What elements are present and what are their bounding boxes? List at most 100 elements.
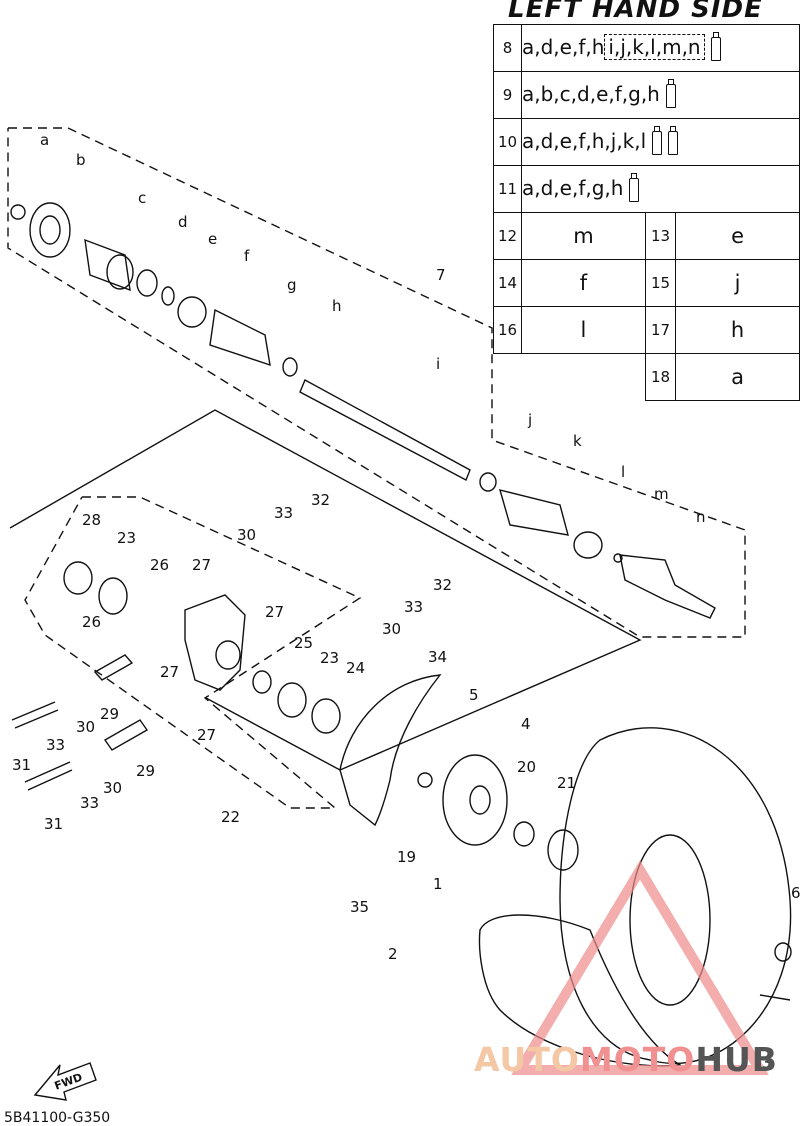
kit-contents-text: a,d,e,f,h [522,35,605,60]
part-label: 29 [136,762,155,780]
watermark-triangle [511,860,769,1075]
kit-row: 16 l 17 h [493,306,800,354]
boot-g [209,308,271,367]
part-label: 27 [192,556,211,574]
part-label: 27 [160,663,179,681]
boot-band-f [177,296,207,328]
bearing-23-outer [277,682,307,718]
watermark-part: MOTO [579,1040,696,1079]
bolt-31-upper [11,701,59,729]
kit-contents-text: a,b,c,d,e,f,g,h [522,82,660,107]
kit-row: 14 f 15 j [493,259,800,307]
kit-contents: a,d,e,f,h,j,k,l [521,118,800,166]
drive-shaft-i [299,379,471,481]
part-label: 5 [469,686,479,704]
part-label: 23 [320,649,339,667]
letter-label: b [76,151,86,169]
part-label: 30 [382,620,401,638]
kit-number: 8 [493,24,522,72]
part-label: 30 [103,779,122,797]
bearing-23 [98,577,128,615]
boot-band-j [479,472,497,492]
grease-tube-icon [629,172,640,202]
o-ring-19 [417,772,433,788]
boot-k [498,489,569,536]
kit-number: 18 [644,353,677,401]
boot-band-h [282,357,298,377]
part-label: 31 [44,815,63,833]
part-label: 32 [433,576,452,594]
wheel-nut-6 [774,942,792,962]
part-label: 25 [294,634,313,652]
part-label: 19 [397,848,416,866]
kit-number: 9 [493,71,522,119]
grease-tube-icon [652,125,663,155]
kit-contents-dashed: i,j,k,l,m,n [604,34,705,61]
part-label: 20 [517,758,536,776]
valve-3 [759,994,791,1001]
kit-number: 12 [493,212,522,260]
kit-number: 10 [493,118,522,166]
hub-4-center [469,785,491,815]
letter-label: d [178,213,188,231]
part-label: 28 [82,511,101,529]
kit-number: 13 [644,212,677,260]
grease-tube-icon [710,31,721,61]
kit-number: 15 [644,259,677,307]
kit-contents-text: a,d,e,f,h,j,k,l [522,129,647,154]
part-label: 4 [521,715,531,733]
kit-row: 10 a,d,e,f,h,j,k,l [493,118,800,166]
kit-number: 16 [493,306,522,354]
shaft-group-outline [9,409,642,771]
letter-label: e [208,230,217,248]
oil-seal-28 [63,561,93,595]
oil-seal-24 [311,698,341,734]
kit-code: l [521,306,646,354]
diagram-code: 5B41100-G350 [4,1110,111,1126]
part-label: 30 [76,718,95,736]
kit-code: m [521,212,646,260]
kit-row: 9 a,b,c,d,e,f,g,h [493,71,800,119]
letter-label: l [621,463,625,481]
kit-row: 12 m 13 e [493,212,800,260]
watermark: AUTOMOTOHUB [474,1040,778,1079]
letter-label: i [436,355,440,373]
part-label: 22 [221,808,240,826]
part-label: 35 [350,898,369,916]
circlip-m [613,553,623,563]
part-label: 34 [428,648,447,666]
part-label: 23 [117,529,136,547]
part-label: 2 [388,945,398,963]
kit-code: e [675,212,800,260]
page-title: LEFT HAND SIDE [508,0,763,24]
letter-label: n [696,508,706,526]
fwd-label: FWD [53,1071,84,1093]
kit-code: j [675,259,800,307]
dust-seal-b [29,202,71,258]
kit-number: 11 [493,165,522,213]
dust-seal-b-inner [39,215,61,245]
part-label: 33 [274,504,293,522]
collar-25 [252,670,272,694]
cap-21 [547,829,579,871]
part-label: 27 [197,726,216,744]
letter-label: m [654,485,669,503]
letter-label: a [40,131,49,149]
kit-number: 17 [644,306,677,354]
collar-29-upper [93,654,134,681]
part-label: 24 [346,659,365,677]
knuckle [184,594,246,691]
grease-tube-icon [668,125,679,155]
kit-code: a [675,353,800,401]
fwd-arrow [33,1062,97,1101]
part-label: 33 [404,598,423,616]
knuckle-bore [215,640,241,670]
letter-label: h [332,297,342,315]
letter-label: c [138,189,146,207]
wheel-hub-rim [629,834,711,1006]
circlip-a [10,204,26,220]
